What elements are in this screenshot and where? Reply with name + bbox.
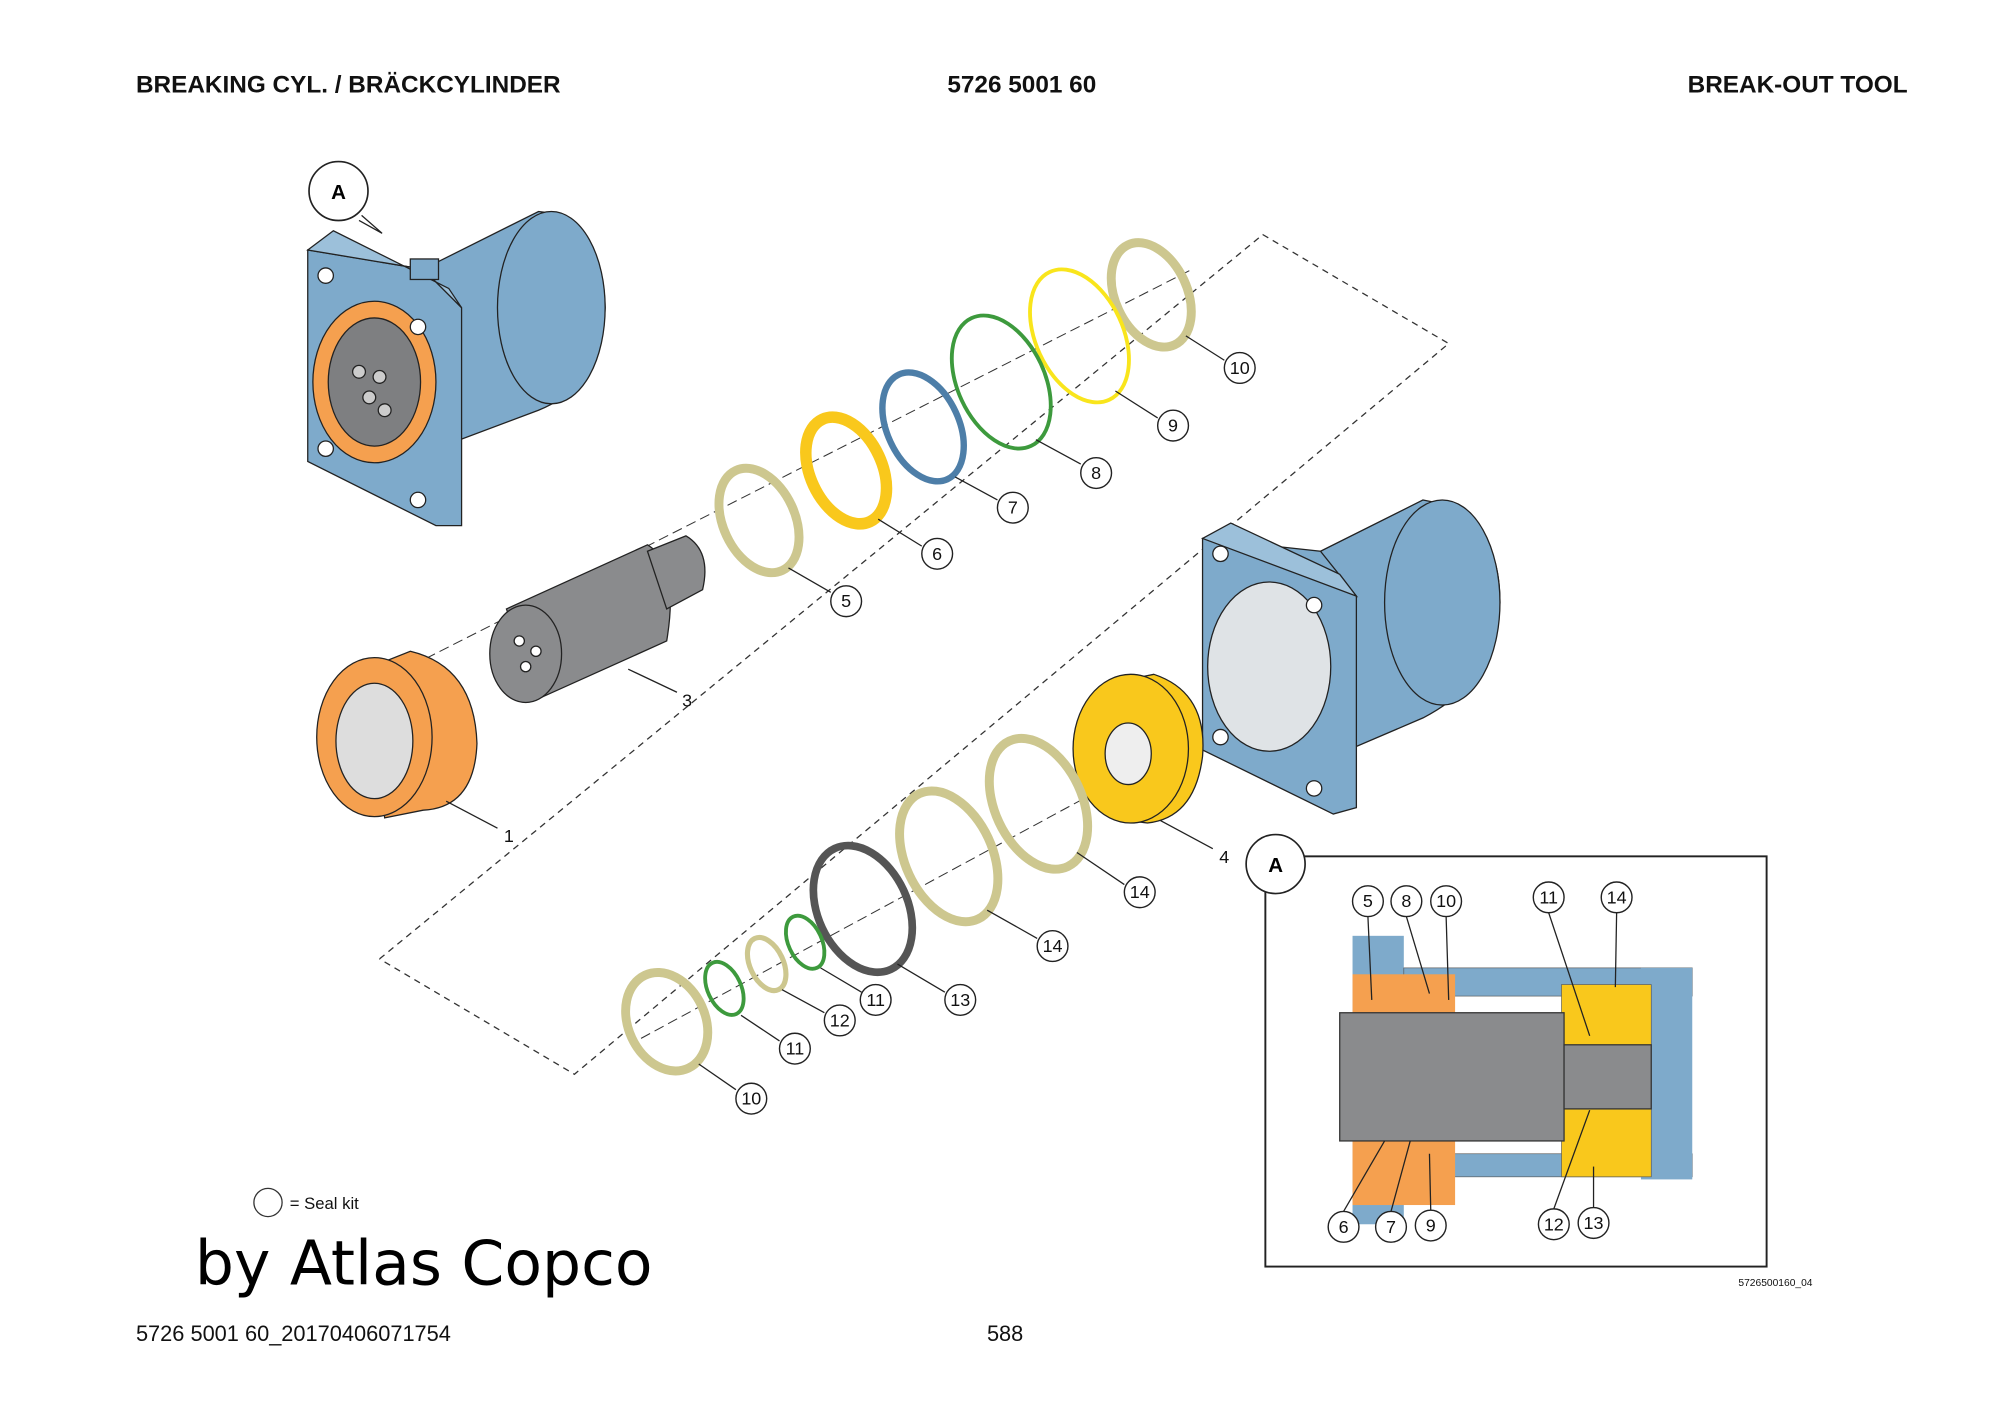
callout-5: 5 [830,585,863,618]
inset-callout-14: 14 [1600,881,1633,914]
inset-callout-13: 13 [1577,1206,1610,1240]
ring-8 [949,313,1053,451]
callout-14-a: 14 [1123,876,1156,909]
callout-12: 12 [823,1004,856,1037]
ring-9 [1028,267,1131,405]
section-view-a-inset: A [1245,833,1768,1268]
inset-callout-8: 8 [1390,885,1423,918]
callout-9: 9 [1156,409,1190,442]
svg-text:7: 7 [1008,498,1018,518]
header-part-number: 5726 5001 60 [947,71,1096,98]
callout-14-b: 14 [1036,929,1069,963]
axis-line-lower [640,704,1257,1039]
seal-kit-symbol [253,1187,283,1218]
svg-text:12: 12 [1544,1214,1564,1234]
ring-13 [809,841,917,977]
svg-text:6: 6 [1339,1217,1349,1237]
inset-callout-7: 7 [1374,1210,1408,1243]
ring-10-upper [1106,238,1196,352]
label-part-3: 3 [682,690,692,710]
callout-6: 6 [921,537,954,570]
leader-lines [445,335,1225,1091]
callout-8: 8 [1080,456,1113,490]
label-part-1: 1 [504,826,514,846]
svg-text:13: 13 [950,990,970,1010]
svg-text:8: 8 [1401,891,1411,911]
svg-text:9: 9 [1426,1216,1436,1236]
lower-seal-rings [621,733,1093,1076]
svg-text:11: 11 [866,990,885,1010]
callout-10-upper: 10 [1223,351,1256,385]
drawing-id: 5726500160_04 [1738,1278,1812,1289]
svg-text:10: 10 [741,1089,761,1109]
upper-seal-rings [714,238,1196,578]
view-a-bubble: A [308,160,383,234]
svg-text:14: 14 [1130,882,1150,902]
svg-text:5: 5 [1363,891,1373,911]
header-left-title: BREAKING CYL. / BRÄCKCYLINDER [136,71,561,98]
ring-6 [800,411,893,530]
ring-10-lower [621,967,713,1076]
ring-5 [714,463,804,578]
svg-text:11: 11 [1539,887,1558,907]
svg-text:10: 10 [1436,891,1456,911]
watermark: by Atlas Copco [195,1228,653,1300]
inset-callout-10: 10 [1430,885,1463,918]
callout-11-b: 11 [778,1032,811,1065]
header-right-title: BREAK-OUT TOOL [1688,71,1908,98]
svg-text:7: 7 [1386,1217,1396,1237]
inset-callout-5: 5 [1351,885,1385,918]
axis-line-upper [384,268,1193,680]
ring-14-a [984,733,1093,874]
svg-text:14: 14 [1043,936,1063,956]
svg-text:6: 6 [932,544,942,564]
cylinder-housing-upper [306,210,606,527]
inset-callout-6: 6 [1327,1210,1360,1243]
inset-view-label: A [1268,854,1283,877]
assembly-dashed-outline [379,233,1450,1076]
footer-doc-id: 5726 5001 60_20170406071754 [136,1321,451,1346]
ring-11-b [703,959,746,1017]
callout-13: 13 [944,983,977,1017]
part-1-nut [316,650,478,819]
ring-7 [879,369,967,485]
part-4-piston [1072,673,1204,824]
svg-text:13: 13 [1584,1213,1604,1233]
ring-11-a [783,913,827,971]
svg-text:9: 9 [1168,416,1178,436]
ring-12 [744,934,789,994]
callout-7: 7 [996,491,1029,524]
svg-text:11: 11 [786,1039,805,1059]
svg-text:10: 10 [1230,358,1250,378]
svg-text:8: 8 [1091,463,1101,483]
cylinder-housing-lower [1201,499,1501,815]
view-a-label: A [331,181,346,204]
inset-callout-12: 12 [1537,1208,1570,1241]
svg-text:12: 12 [830,1010,850,1030]
svg-text:5: 5 [841,591,851,611]
footer-page-number: 588 [987,1321,1023,1346]
inset-callout-9: 9 [1414,1209,1447,1242]
inset-callout-11: 11 [1532,881,1565,914]
svg-text:14: 14 [1607,887,1627,907]
callout-10-lower: 10 [735,1082,768,1115]
ring-14-b [895,786,1003,927]
callout-11-a: 11 [859,983,892,1017]
seal-kit-legend: = Seal kit [290,1194,359,1213]
part-3-piston-rod [489,535,706,704]
label-part-4: 4 [1219,847,1229,867]
